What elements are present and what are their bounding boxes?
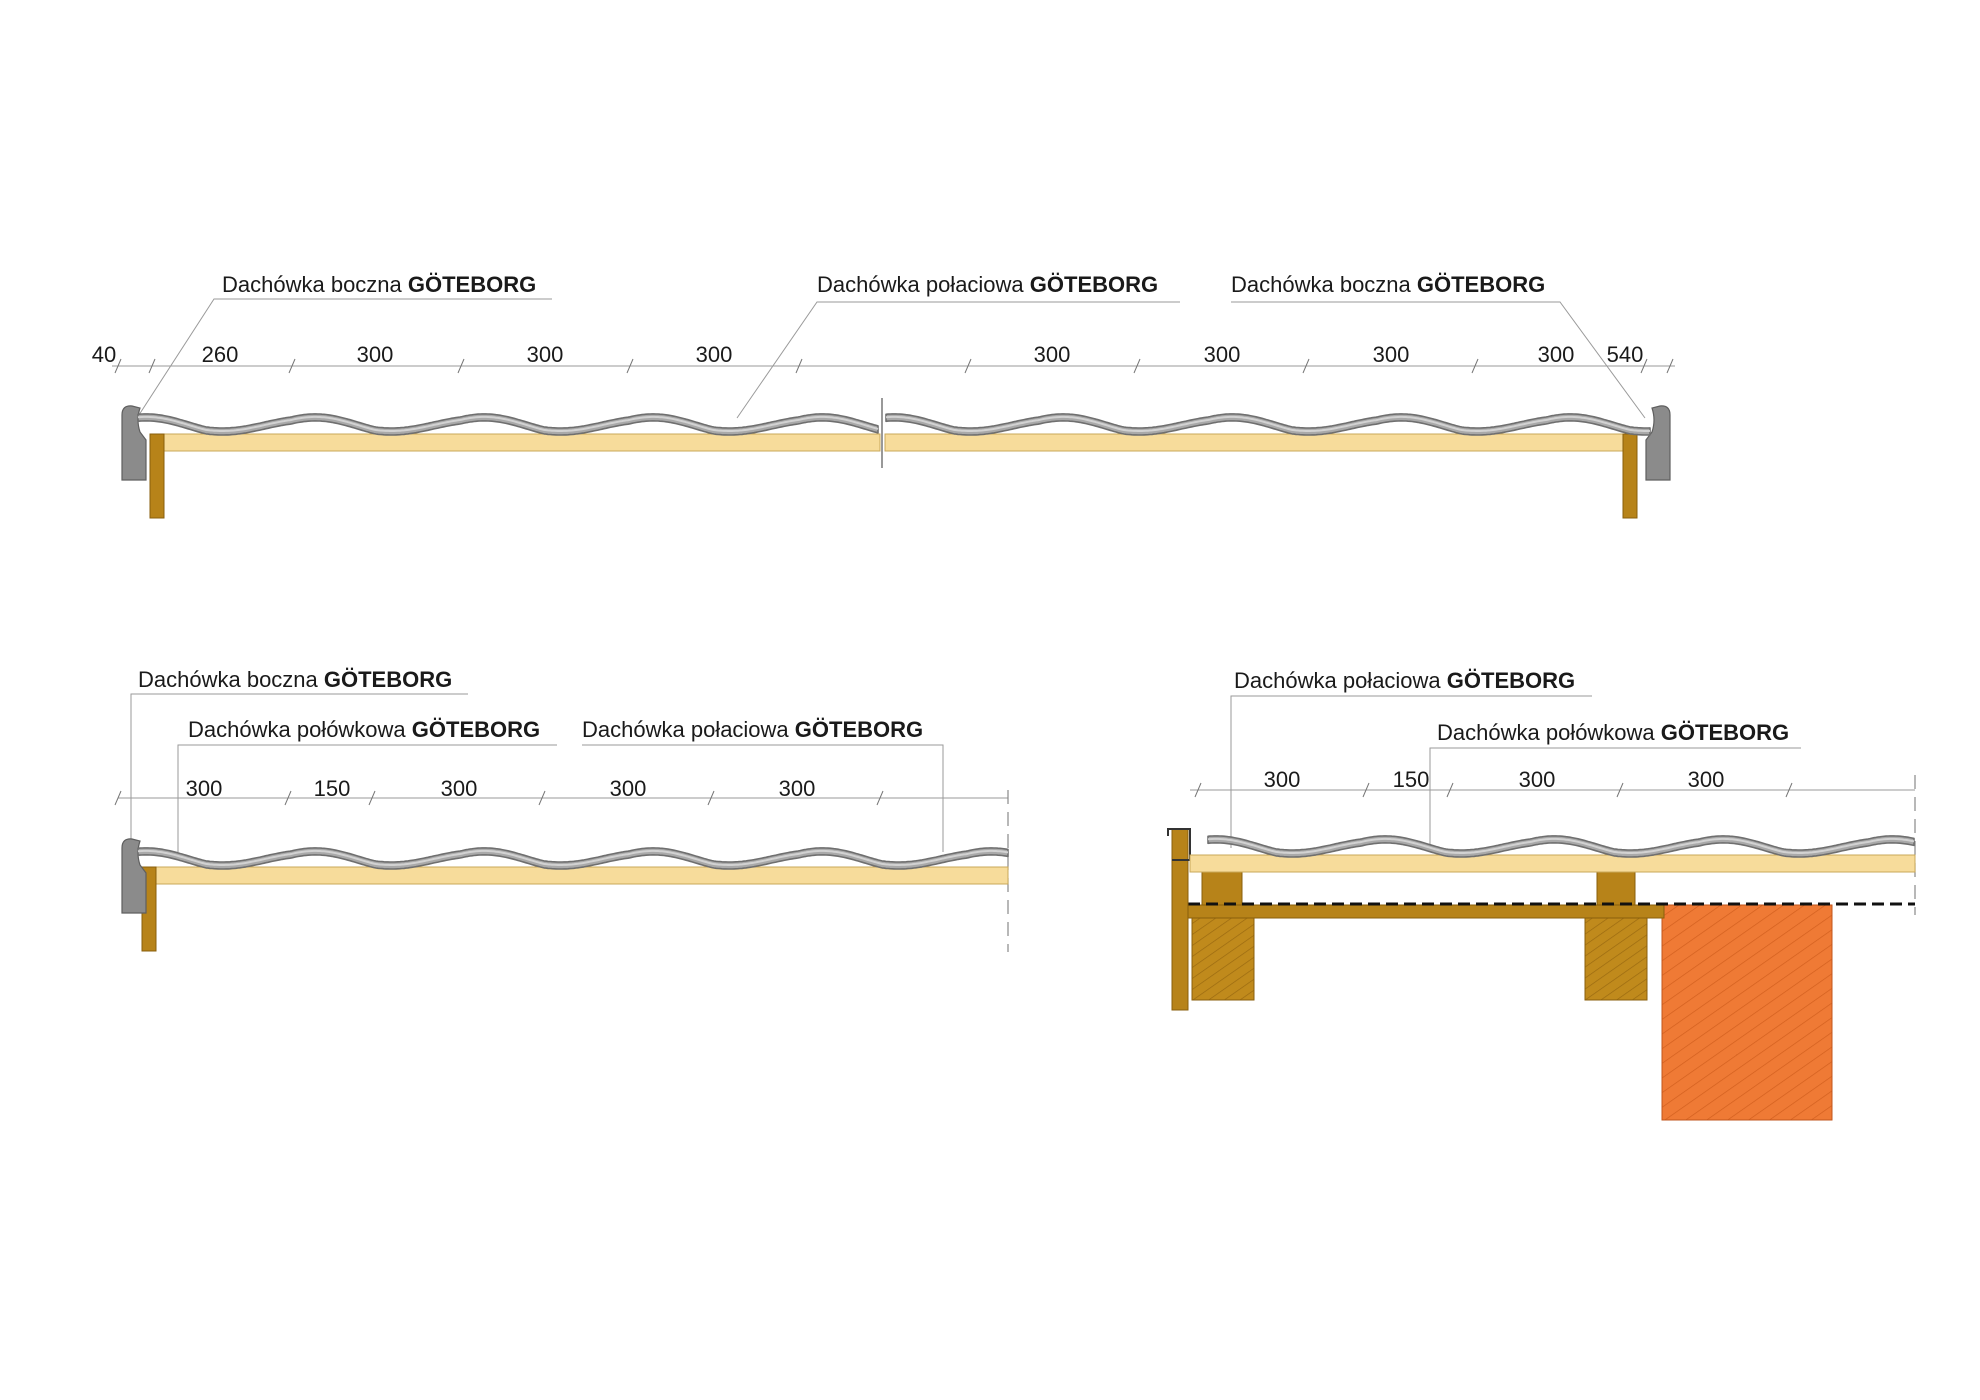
edge-flashing xyxy=(1167,828,1191,861)
leader-top-boczna-right xyxy=(1231,301,1646,419)
leader-bl-polowkowa xyxy=(177,744,557,852)
tick-top-2 xyxy=(148,358,156,374)
leader-bl-boczna xyxy=(130,693,468,845)
label-top-boczna-right: Dachówka boczna GÖTEBORG xyxy=(1231,272,1545,297)
tick-bl-5 xyxy=(707,790,715,806)
dim-top-6: 300 xyxy=(1034,342,1071,367)
section-bottom-left: Dachówka boczna GÖTEBORG Dachówka połówk… xyxy=(114,667,1009,952)
dim-bl-3: 300 xyxy=(441,776,478,801)
tick-br-3 xyxy=(1446,782,1454,798)
tick-top-5 xyxy=(626,358,634,374)
tick-br-4 xyxy=(1616,782,1624,798)
dim-br-4: 300 xyxy=(1688,767,1725,792)
tile-profile-top-left xyxy=(137,413,879,436)
tiles-top-right xyxy=(885,413,1651,436)
section-top: Dachówka boczna GÖTEBORG Dachówka połaci… xyxy=(92,272,1675,519)
post-top-left xyxy=(149,433,165,519)
dim-bl-2: 150 xyxy=(314,776,351,801)
dim-top-2: 260 xyxy=(202,342,239,367)
dim-top-3: 300 xyxy=(357,342,394,367)
label-bl-polowkowa: Dachówka połówkowa GÖTEBORG xyxy=(188,717,540,742)
dim-top-10: 540 xyxy=(1607,342,1644,367)
label-top-boczna-left: Dachówka boczna GÖTEBORG xyxy=(222,272,536,297)
dim-top-1: 40 xyxy=(92,342,116,367)
dim-br-2: 150 xyxy=(1393,767,1430,792)
tile-profile-top-right-highlight xyxy=(885,415,1651,432)
tick-top-3 xyxy=(288,358,296,374)
tile-profile-bl xyxy=(137,847,1009,870)
fascia-board xyxy=(1171,828,1189,1011)
counter-batten-right xyxy=(1596,871,1636,906)
tick-top-8 xyxy=(1133,358,1141,374)
tick-bl-3 xyxy=(368,790,376,806)
batten-bl xyxy=(151,866,1009,885)
label-br-polowkowa: Dachówka połówkowa GÖTEBORG xyxy=(1437,720,1789,745)
tiles-bl xyxy=(137,847,1009,870)
tick-top-9 xyxy=(1302,358,1310,374)
side-tile-top-left xyxy=(121,405,147,481)
rafter-right xyxy=(1584,904,1648,1001)
leader-br-polowkowa xyxy=(1429,747,1801,848)
tick-bl-6 xyxy=(876,790,884,806)
dim-top-4: 300 xyxy=(527,342,564,367)
label-bl-boczna: Dachówka boczna GÖTEBORG xyxy=(138,667,452,692)
tick-top-12 xyxy=(1666,358,1674,374)
boarding-plate xyxy=(1187,904,1665,919)
label-bl-polaciowa: Dachówka połaciowa GÖTEBORG xyxy=(582,717,923,742)
tile-profile-bl-highlight xyxy=(137,849,1009,866)
leader-br-polaciowa xyxy=(1230,695,1592,848)
brick-wall xyxy=(1661,904,1833,1121)
batten-top-left xyxy=(159,433,881,452)
dimension-ticks-top xyxy=(114,358,1674,374)
dim-top-7: 300 xyxy=(1204,342,1241,367)
tick-top-4 xyxy=(457,358,465,374)
section-bottom-right: Dachówka połaciowa GÖTEBORG Dachówka poł… xyxy=(1167,668,1916,1121)
tick-top-11 xyxy=(1640,358,1648,374)
label-top-polaciowa: Dachówka połaciowa GÖTEBORG xyxy=(817,272,1158,297)
tile-profile-top-right xyxy=(885,413,1651,436)
tick-br-2 xyxy=(1362,782,1370,798)
tick-top-1 xyxy=(114,358,122,374)
dimension-ticks-br xyxy=(1194,782,1793,798)
dim-br-3: 300 xyxy=(1519,767,1556,792)
dimension-ticks-bl xyxy=(114,790,884,806)
dim-bl-5: 300 xyxy=(779,776,816,801)
dim-top-9: 300 xyxy=(1538,342,1575,367)
tick-bl-4 xyxy=(538,790,546,806)
label-br-polaciowa: Dachówka połaciowa GÖTEBORG xyxy=(1234,668,1575,693)
dim-bl-1: 300 xyxy=(186,776,223,801)
tick-top-7 xyxy=(964,358,972,374)
tick-top-6 xyxy=(795,358,803,374)
batten-br xyxy=(1189,854,1916,873)
tick-br-1 xyxy=(1194,782,1202,798)
side-tile-bl xyxy=(121,838,147,914)
tiles-top-left xyxy=(137,413,879,436)
tick-top-10 xyxy=(1471,358,1479,374)
tick-bl-1 xyxy=(114,790,122,806)
tick-br-5 xyxy=(1785,782,1793,798)
leader-top-boczna-left xyxy=(136,298,552,419)
tile-profile-top-left-highlight xyxy=(137,415,879,432)
dim-top-8: 300 xyxy=(1373,342,1410,367)
rafter-left xyxy=(1191,904,1255,1001)
dim-bl-4: 300 xyxy=(610,776,647,801)
post-top-right xyxy=(1622,433,1638,519)
tile-profile-br xyxy=(1207,835,1915,858)
leader-top-polaciowa xyxy=(736,301,1180,419)
batten-top-right xyxy=(884,433,1634,452)
tiles-br xyxy=(1207,835,1915,858)
tick-bl-2 xyxy=(284,790,292,806)
counter-batten-left xyxy=(1201,871,1243,906)
side-tile-top-right xyxy=(1645,405,1671,481)
dim-br-1: 300 xyxy=(1264,767,1301,792)
tile-profile-br-highlight xyxy=(1207,837,1915,854)
leader-bl-polaciowa xyxy=(582,744,944,852)
dim-top-5: 300 xyxy=(696,342,733,367)
